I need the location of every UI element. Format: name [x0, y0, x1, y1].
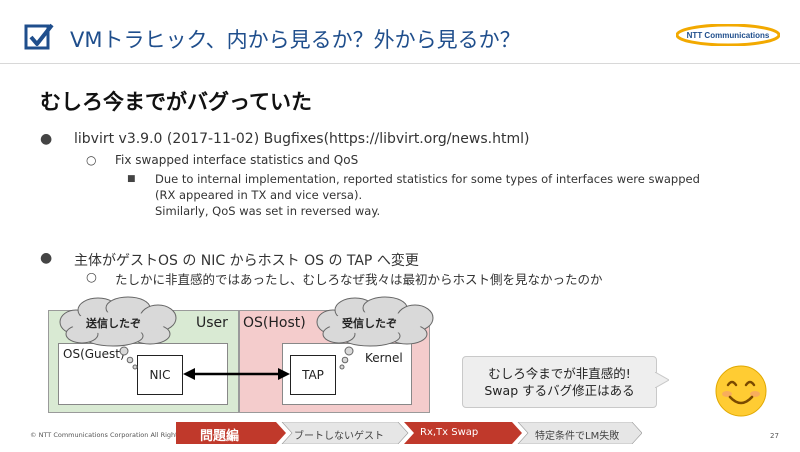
sub-sub-bullet-line: Similarly, QoS was set in reversed way. — [155, 204, 381, 218]
sub-sub-bullet-line: Due to internal implementation, reported… — [155, 172, 700, 186]
breadcrumb-item[interactable]: Rx,Tx Swap — [420, 427, 479, 438]
speech-bubble: むしろ今までが非直感的! Swap するバグ修正はある — [462, 356, 657, 408]
page-number: 27 — [770, 432, 779, 440]
sub-bullet-circle: ○ — [86, 269, 97, 284]
bullet-text: 主体がゲストOS の NIC からホスト OS の TAP へ変更 — [74, 253, 419, 269]
section-heading: むしろ今までがバグっていた — [40, 90, 312, 114]
cloud-icon — [316, 296, 434, 370]
breadcrumb-item[interactable]: ブートしないゲスト — [294, 431, 384, 442]
header-divider — [0, 63, 800, 64]
copyright-text: © NTT Communications Corporation All Rig… — [30, 431, 216, 439]
breadcrumb-segment-active — [404, 422, 522, 444]
sub-bullet-circle: ○ — [86, 153, 97, 167]
breadcrumb-segment — [281, 422, 409, 444]
sub-sub-bullet-square: ■ — [127, 174, 136, 184]
sub-bullet-text: たしかに非直感的ではあったし、むしろなぜ我々は最初からホスト側を見なかったのか — [115, 272, 603, 287]
breadcrumb-segment-active — [176, 422, 286, 444]
cloud-recv-text: 受信したぞ — [342, 317, 397, 330]
slide-title: VMトラヒック、内から見るか？外から見るか？ — [70, 28, 521, 52]
ntt-logo: NTT Communications — [676, 24, 780, 46]
double-arrow-icon — [183, 368, 290, 380]
logo-text: NTT Communications — [687, 31, 770, 40]
breadcrumb-item[interactable]: 特定条件でLM失敗 — [535, 431, 620, 442]
bullet-text: libvirt v3.9.0 (2017-11-02) Bugfixes(htt… — [74, 131, 530, 147]
nic-box: NIC — [137, 355, 183, 395]
bubble-line: むしろ今までが非直感的! — [488, 366, 631, 381]
kernel-label: Kernel — [365, 351, 403, 365]
breadcrumb-item[interactable]: 問題編 — [200, 429, 240, 444]
bullet-dot: ● — [40, 131, 53, 147]
cloud-icon — [59, 296, 177, 370]
bullet-dot: ● — [40, 250, 53, 266]
breadcrumb — [176, 422, 642, 444]
host-label: OS(Host) — [243, 315, 306, 331]
sub-bullet-text: Fix swapped interface statistics and QoS — [115, 153, 359, 167]
guest-label: OS(Guest) — [63, 347, 125, 361]
cloud-send-text: 送信したぞ — [86, 317, 141, 330]
smiley-face-icon — [715, 365, 767, 417]
sub-sub-bullet-line: (RX appeared in TX and vice versa). — [155, 188, 363, 202]
user-label: User — [196, 315, 228, 331]
bubble-tail — [655, 372, 669, 388]
tap-box: TAP — [290, 355, 336, 395]
checkbox-logo-icon — [24, 23, 54, 50]
breadcrumb-segment — [517, 422, 642, 444]
bubble-line: Swap するバグ修正はある — [484, 383, 635, 398]
